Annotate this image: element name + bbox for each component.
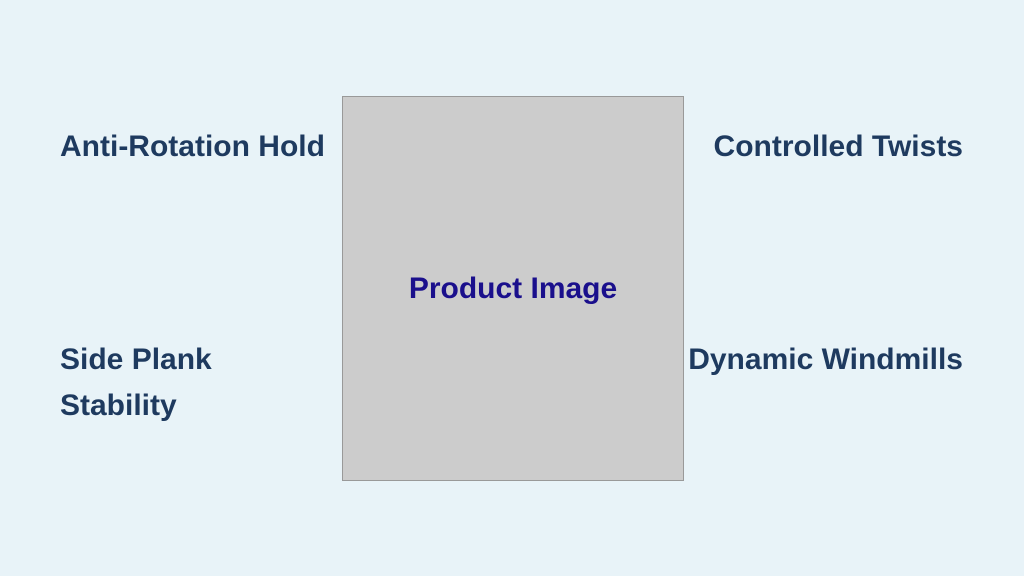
- label-dynamic-windmills: Dynamic Windmills: [688, 343, 963, 376]
- product-image-label: Product Image: [408, 271, 618, 305]
- label-controlled-twists: Controlled Twists: [713, 130, 963, 163]
- label-anti-rotation-hold: Anti-Rotation Hold: [60, 130, 325, 163]
- product-image-placeholder: Product Image: [342, 96, 684, 481]
- label-side-plank-stability: Side Plank Stability: [60, 343, 212, 422]
